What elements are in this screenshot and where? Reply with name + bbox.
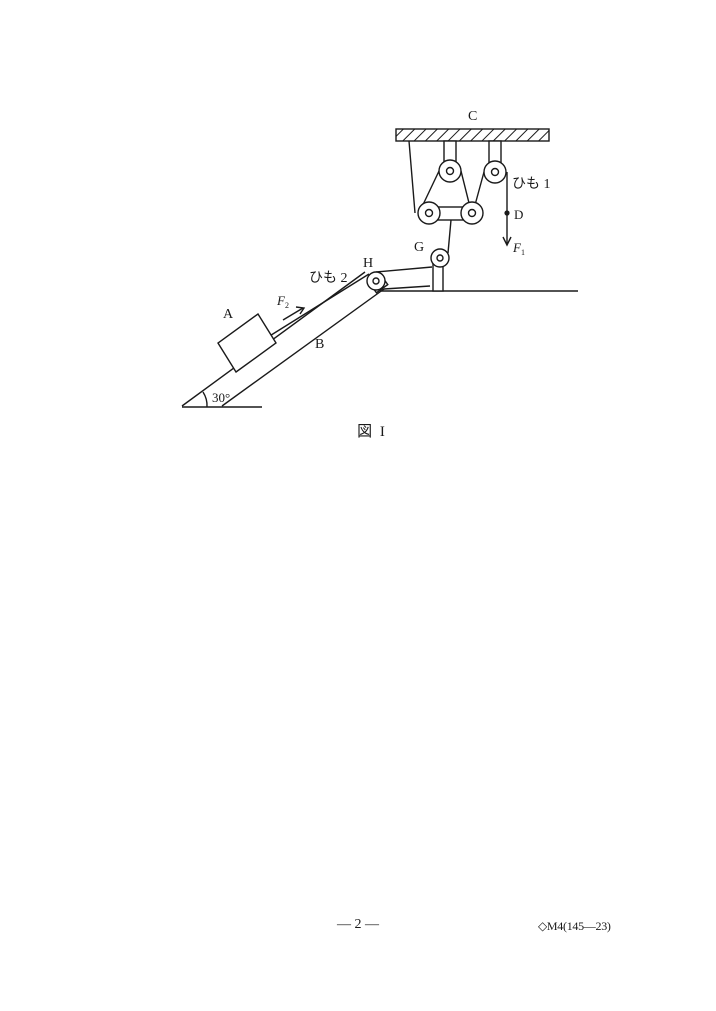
label-rope-2: ひも 2 bbox=[309, 270, 348, 286]
incline-bottom-edge bbox=[221, 288, 385, 407]
arrow-f2-shaft bbox=[282, 307, 304, 321]
label-a: A bbox=[223, 307, 234, 322]
ground-line-top bbox=[383, 285, 431, 290]
figure-caption: 図 I bbox=[357, 424, 387, 440]
rope-g-to-h bbox=[375, 266, 433, 273]
label-g: G bbox=[414, 240, 424, 255]
pulley-h-hub bbox=[372, 277, 380, 285]
point-d bbox=[504, 210, 510, 216]
page-number: — 2 — bbox=[337, 917, 379, 932]
block-a bbox=[217, 312, 277, 374]
label-d: D bbox=[514, 207, 523, 222]
pulley-movable-right-hub bbox=[467, 208, 477, 218]
ceiling-c bbox=[395, 128, 550, 142]
exam-code: ◇M4(145—23) bbox=[538, 919, 611, 933]
arrow-f1-head bbox=[502, 236, 512, 247]
pulley-fixed-left-hub bbox=[445, 166, 455, 176]
arrow-f2-head bbox=[295, 306, 306, 315]
label-f1: F1 bbox=[512, 240, 525, 257]
rope-fixed-right-left bbox=[474, 171, 485, 206]
angle-arc bbox=[202, 391, 208, 408]
label-rope-1: ひも 1 bbox=[512, 176, 551, 192]
label-b: B bbox=[315, 337, 324, 352]
pulley-fixed-right-hub bbox=[490, 167, 500, 177]
label-h: H bbox=[363, 256, 373, 271]
pulley-movable-left-hub bbox=[424, 208, 434, 218]
pulley-g-hub bbox=[436, 254, 444, 262]
rope-outer-left bbox=[408, 140, 416, 214]
label-f2: F2 bbox=[276, 293, 289, 310]
label-c: C bbox=[468, 109, 477, 124]
label-angle: 30° bbox=[212, 390, 230, 405]
rope-2 bbox=[267, 273, 370, 338]
rope-frame-to-g bbox=[447, 219, 452, 254]
